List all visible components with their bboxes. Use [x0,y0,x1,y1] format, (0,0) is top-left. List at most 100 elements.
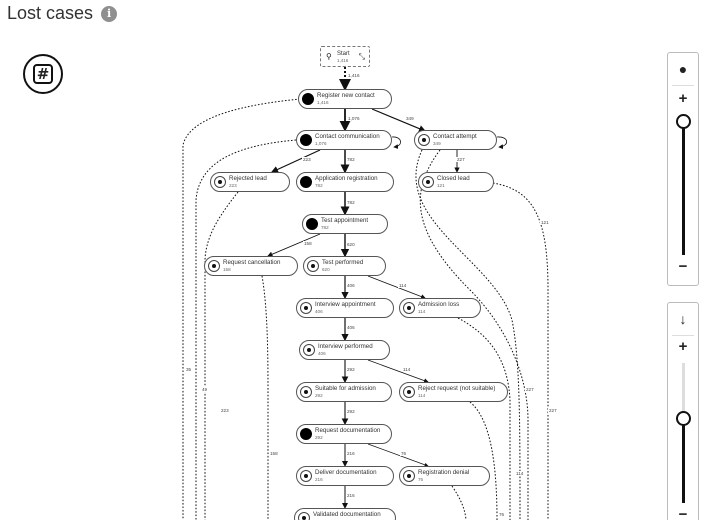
edge-label: 158 [303,241,313,246]
node-count: 114 [418,309,426,314]
paths-slider-track-lower[interactable] [682,423,685,503]
node-reject-request[interactable]: Reject request (not suitable) 114 [399,382,508,402]
arrow-down-icon: ↓ [679,311,687,327]
edge-label: 292 [346,367,356,372]
node-label: Contact communication [315,133,380,140]
activity-icon [208,260,220,272]
edge-register-attempt [371,108,427,133]
divider [672,335,694,336]
activity-icon [300,428,312,440]
node-validated-documentation[interactable]: Validated documentation 216 [294,508,396,520]
node-count: 216 [315,477,323,482]
node-registration-denial[interactable]: Registration denial 76 [399,466,490,486]
node-closed-lead[interactable]: Closed lead 121 [418,172,494,192]
edge-label: 216 [346,493,356,498]
node-register-new-contact[interactable]: Register new contact 1,416 [298,89,392,109]
node-count: 114 [418,393,426,398]
node-label: Request cancellation [223,259,281,266]
node-label: Request documentation [315,427,381,434]
activity-icon [302,93,314,105]
edge-label: 1,076 [347,116,361,121]
paths-slider-track-upper[interactable] [682,363,685,417]
node-count: 620 [322,267,330,272]
activity-icon [422,176,434,188]
edge-label: 782 [346,157,356,162]
activity-icon [306,218,318,230]
activity-icon [403,302,415,314]
activity-icon [300,302,312,314]
node-admission-loss[interactable]: Admission loss 114 [399,298,481,318]
edge-label: 158 [269,451,279,456]
node-contact-communication[interactable]: Contact communication 1,076 [296,130,392,150]
activity-icon [403,470,415,482]
node-interview-appointment[interactable]: Interview appointment 406 [296,298,394,318]
activity-icon [418,134,430,146]
activities-slider-handle[interactable] [676,114,691,129]
edge-label: 114 [515,471,525,476]
edge-label: 76 [498,512,506,517]
end-edge-closed [492,182,549,520]
paths-plus-button[interactable]: + [678,338,688,355]
node-count: 292 [315,393,323,398]
node-suitable-for-admission[interactable]: Suitable for admission 292 [296,382,392,402]
node-request-documentation[interactable]: Request documentation 292 [296,424,392,444]
node-count: 406 [318,351,326,356]
paths-slider-panel: ↓ + − [667,302,699,520]
paths-slider-handle[interactable] [676,411,691,426]
node-label: Suitable for admission [315,385,376,392]
node-test-performed[interactable]: Test performed 620 [303,256,386,276]
activities-slider-panel: ● + − [667,52,699,286]
edge-label: 121 [540,220,550,225]
activities-slider-track[interactable] [682,115,685,255]
edge-performed-admissionloss [367,275,426,299]
node-label: Admission loss [418,301,460,308]
edge-label: 292 [346,409,356,414]
node-count: 782 [321,225,329,230]
node-label: Test appointment [321,217,369,224]
node-test-appointment[interactable]: Test appointment 782 [302,214,388,234]
activity-icon [403,386,415,398]
node-count: 782 [315,183,323,188]
edge-attempt-selfloop [496,136,508,150]
end-edge-cancellation [261,275,269,520]
expand-icon[interactable]: ⤡ [358,52,365,61]
node-count: 292 [315,435,323,440]
info-icon[interactable]: i [101,5,118,22]
end-edge-attempt-left [419,149,529,520]
edge-interview-reject [367,359,429,383]
node-label: Contact attempt [433,133,477,140]
end-edge-reject [469,401,498,520]
activity-icon [300,470,312,482]
node-label: Validated documentation [313,511,381,518]
activity-icon [298,512,310,520]
activities-minus-button[interactable]: − [678,258,688,275]
activity-icon [303,344,315,356]
node-count: 121 [437,183,445,188]
node-request-cancellation[interactable]: Request cancellation 158 [204,256,298,276]
node-label: Deliver documentation [315,469,377,476]
edge-label: 782 [346,200,356,205]
start-node[interactable]: ⚲ Start 1,416 ⤡ [320,46,370,67]
edge-reqdoc-denial [367,443,429,467]
node-deliver-documentation[interactable]: Deliver documentation 216 [296,466,394,486]
activities-plus-button[interactable]: + [678,90,688,107]
end-edge-register [182,98,301,520]
node-application-registration[interactable]: Application registration 782 [296,172,394,192]
node-count: 406 [315,309,323,314]
activity-icon [300,386,312,398]
edge-label: 620 [346,242,356,247]
node-interview-performed[interactable]: Interview performed 406 [299,340,390,360]
divider [672,85,694,86]
node-rejected-lead[interactable]: Rejected lead 223 [210,172,290,192]
end-edge-denial [451,485,467,520]
node-contact-attempt[interactable]: Contact attempt 349 [414,130,497,150]
edge-label: 114 [402,367,412,372]
paths-minus-button[interactable]: − [678,506,688,520]
hash-toggle-button[interactable]: # [23,54,63,94]
edge-label: 35 [185,367,193,372]
node-label: Test performed [322,259,364,266]
node-count: 158 [223,267,231,272]
end-edge-contactcomm [195,139,297,520]
edge-label: 1,416 [347,73,361,78]
